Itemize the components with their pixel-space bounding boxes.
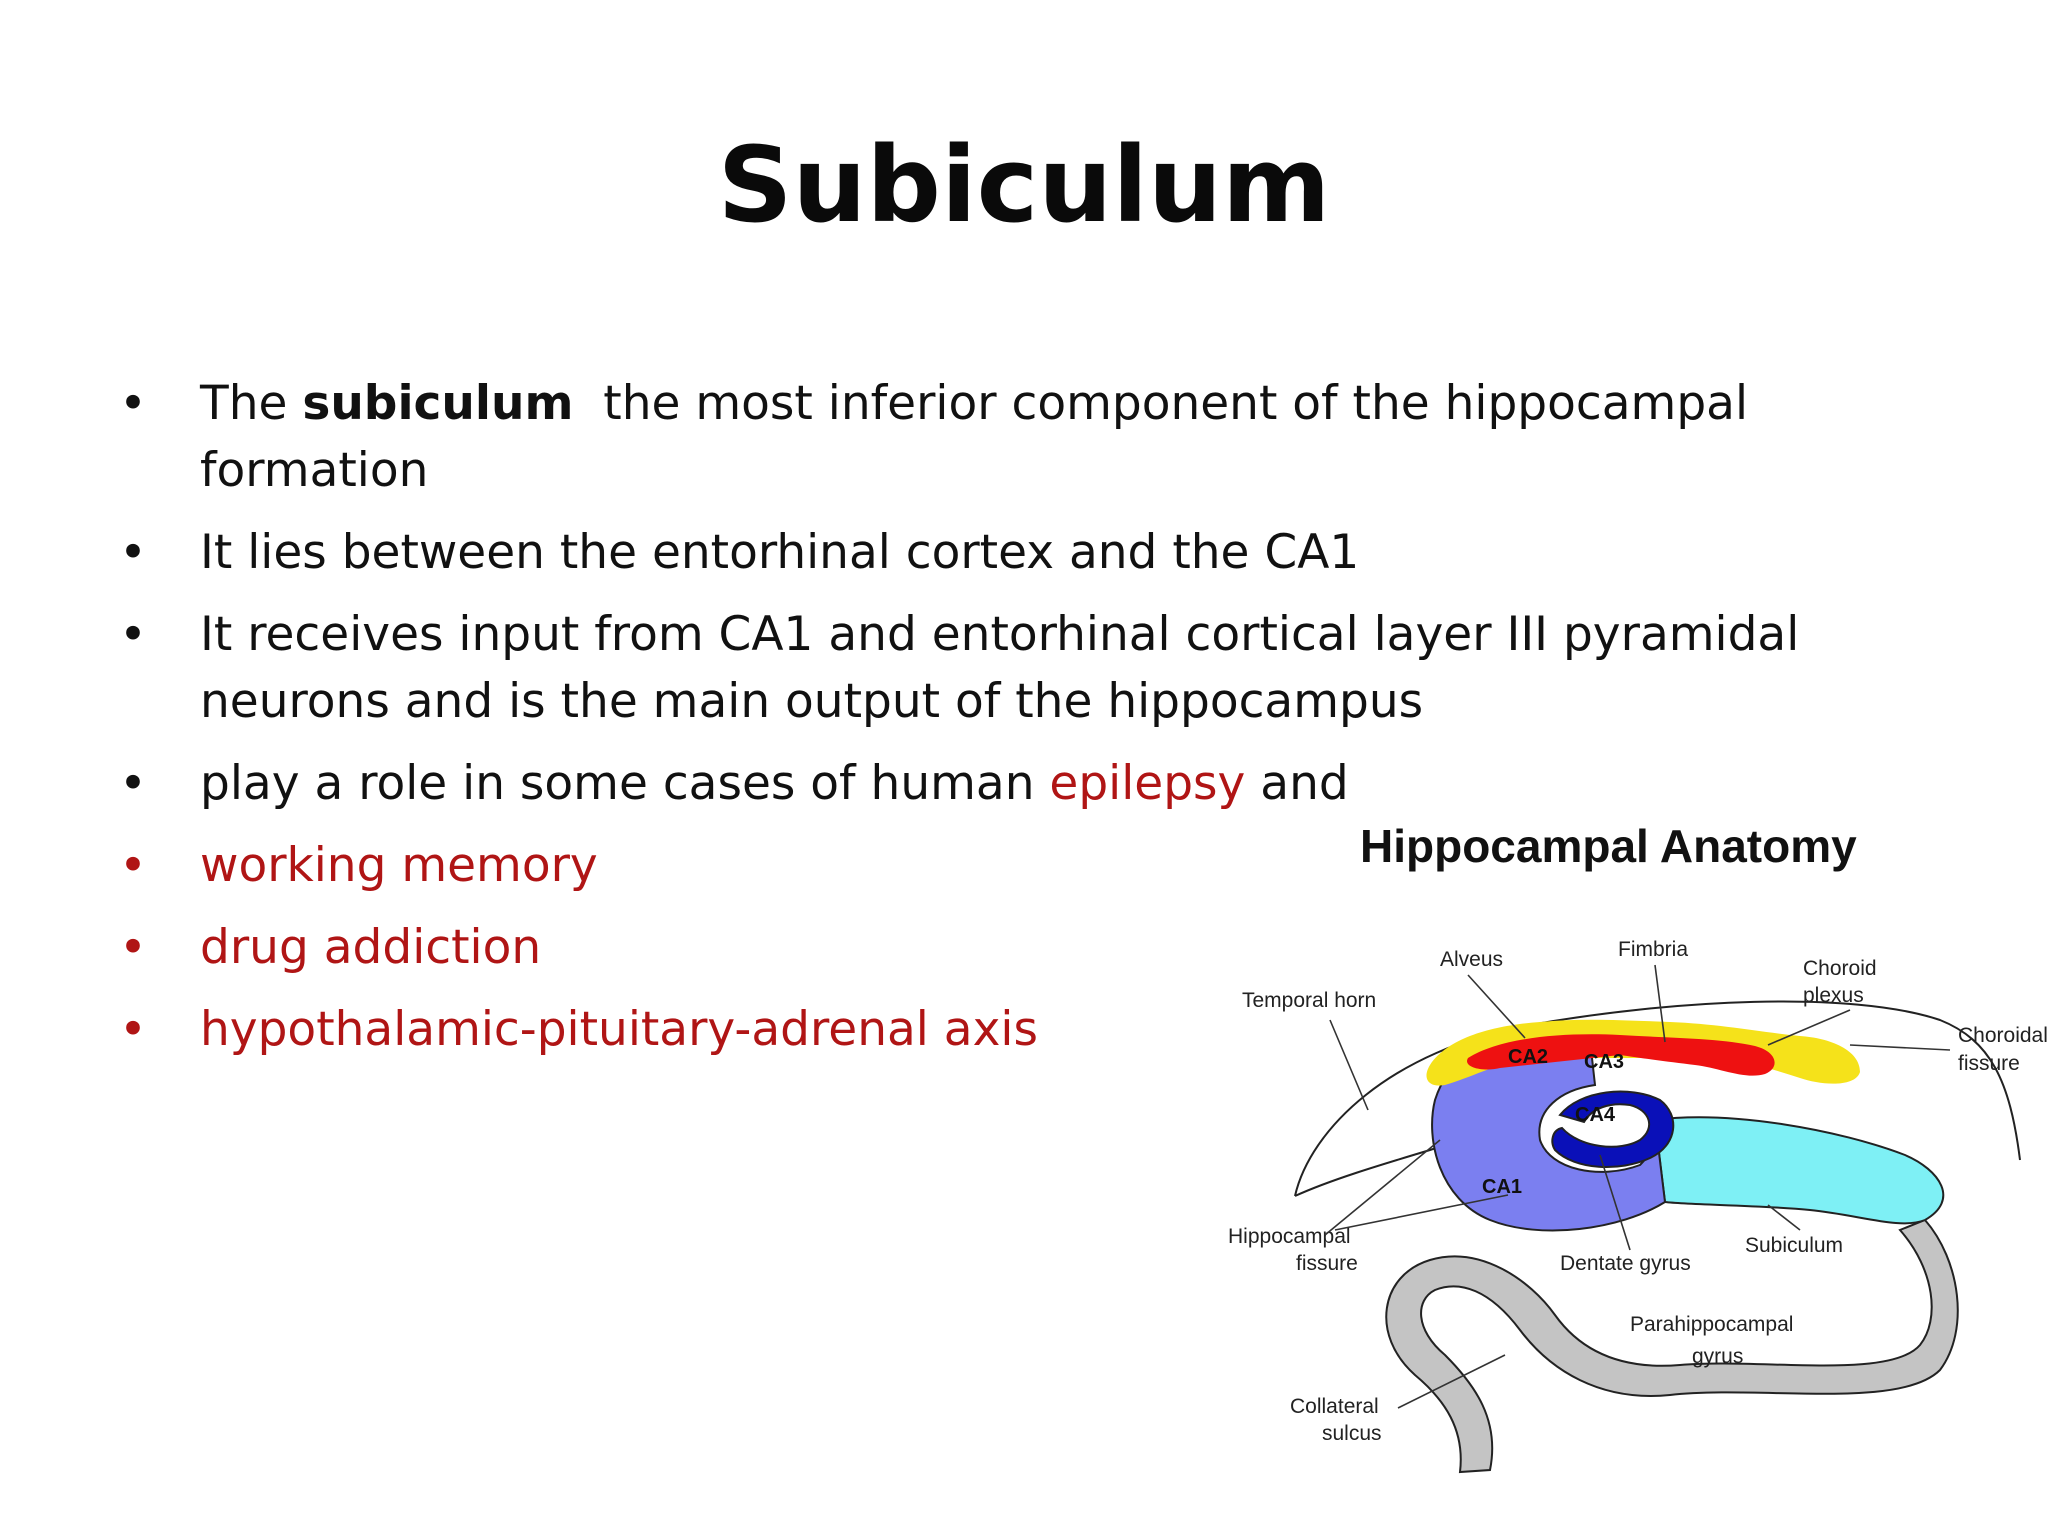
label-alveus: Alveus — [1440, 948, 1503, 971]
bullet-text: drug addiction — [200, 920, 542, 975]
bullet-dot: • — [119, 756, 147, 811]
label-temporal-horn: Temporal horn — [1242, 989, 1376, 1012]
bullet-text-red: epilepsy — [1049, 756, 1246, 811]
label-collateral-sulcus-1: Collateral — [1290, 1395, 1379, 1418]
diagram-title: Hippocampal Anatomy — [1360, 820, 1857, 872]
bullet-item: • hypothalamic-pituitary-adrenal axis — [118, 996, 1818, 1063]
bullet-text: working memory — [200, 838, 598, 893]
label-choroid-plexus-2: plexus — [1803, 984, 1864, 1007]
bullet-dot: • — [119, 1002, 147, 1057]
bullet-item: • It lies between the entorhinal cortex … — [118, 519, 1818, 586]
label-ca4: CA4 — [1575, 1104, 1616, 1126]
bullet-item: • play a role in some cases of human epi… — [118, 750, 1818, 817]
bullet-text-pre: play a role in some cases of human — [200, 756, 1050, 811]
dentate-gyrus-region — [1551, 1090, 1675, 1168]
bullet-item: • The subiculum the most inferior compon… — [118, 370, 1800, 504]
temporal-horn-outline — [1294, 1000, 2021, 1197]
bullet-text-post: the most inferior component of the hippo… — [200, 376, 1763, 498]
bullet-dot: • — [119, 920, 147, 975]
bullet-item: • It receives input from CA1 and entorhi… — [118, 601, 1850, 735]
label-ca2: CA2 — [1508, 1046, 1548, 1068]
bullet-item: • working memory — [118, 832, 1818, 899]
label-ca1: CA1 — [1482, 1176, 1522, 1198]
bullet-text: hypothalamic-pituitary-adrenal axis — [200, 1002, 1038, 1057]
label-choroid-plexus-1: Choroid — [1803, 957, 1877, 980]
hippocampal-anatomy-diagram: Hippocampal Anatomy CA2 CA3 CA4 CA1 Alve… — [1200, 810, 2048, 1536]
fimbria-region — [1467, 1034, 1775, 1076]
bullet-text-post: and — [1245, 756, 1349, 811]
label-subiculum: Subiculum — [1745, 1234, 1843, 1257]
bullet-text-pre: The — [200, 376, 303, 431]
label-dentate-gyrus: Dentate gyrus — [1560, 1252, 1691, 1275]
label-hippocampal-fissure-1: Hippocampal — [1228, 1225, 1351, 1248]
parahippocampal-gyrus — [1385, 1218, 1959, 1474]
label-fimbria: Fimbria — [1618, 938, 1688, 961]
slide-title: Subiculum — [717, 124, 1331, 246]
bullet-text: It receives input from CA1 and entorhina… — [200, 607, 1800, 729]
bullet-text-bold: subiculum — [302, 376, 574, 431]
bullet-dot: • — [119, 607, 147, 662]
bullet-text: It lies between the entorhinal cortex an… — [200, 525, 1360, 580]
label-collateral-sulcus-2: sulcus — [1322, 1422, 1382, 1445]
label-parahippocampal-gyrus-1: Parahippocampal — [1630, 1313, 1793, 1336]
bullet-dot: • — [119, 376, 147, 431]
label-choroidal-fissure-1: Choroidal — [1958, 1024, 2048, 1047]
subiculum-region — [1653, 1116, 1945, 1225]
leader-lines — [1324, 964, 1951, 1409]
bullet-dot: • — [119, 838, 147, 893]
bullet-item: • drug addiction — [118, 914, 1818, 981]
label-choroidal-fissure-2: fissure — [1958, 1052, 2020, 1075]
bullet-list: • The subiculum the most inferior compon… — [118, 370, 1818, 1078]
label-hippocampal-fissure-2: fissure — [1296, 1252, 1358, 1275]
label-parahippocampal-gyrus-2: gyrus — [1692, 1345, 1743, 1368]
label-ca3: CA3 — [1584, 1051, 1624, 1073]
bullet-dot: • — [119, 525, 147, 580]
